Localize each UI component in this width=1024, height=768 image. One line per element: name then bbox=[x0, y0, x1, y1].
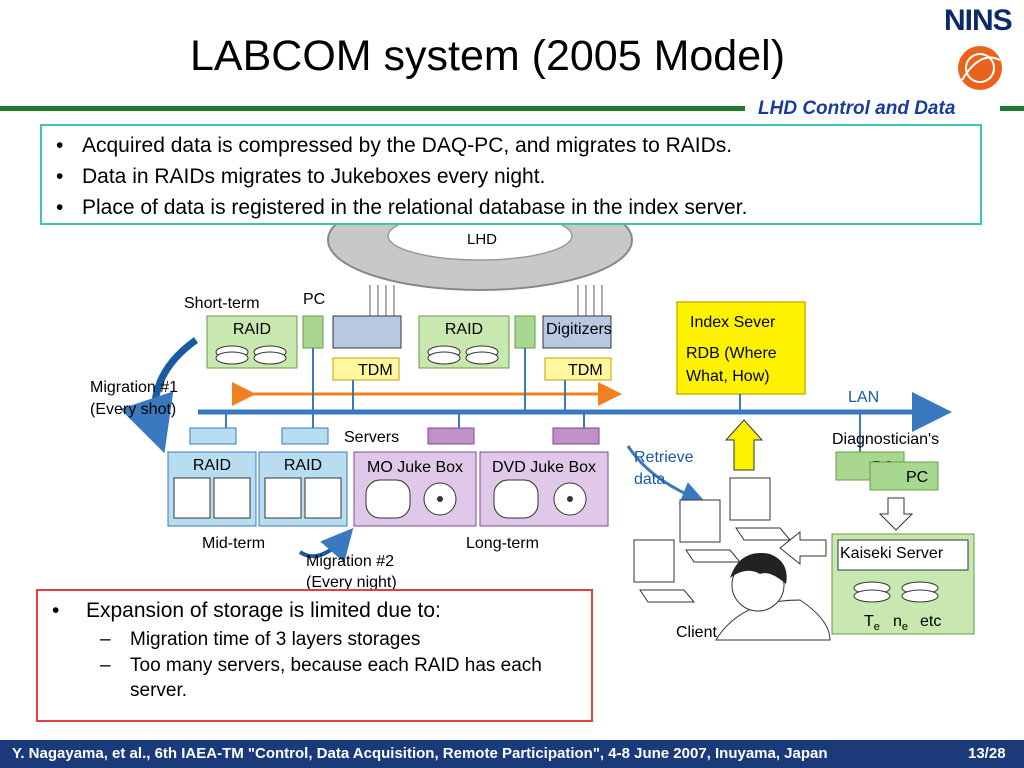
raid-label: RAID bbox=[233, 321, 271, 338]
ne-label: ne bbox=[893, 613, 908, 633]
server-4 bbox=[552, 427, 600, 445]
kaiseki-server-label: Kaiseki Server bbox=[840, 545, 944, 562]
short-term-raid-2: RAID bbox=[418, 315, 510, 369]
short-term-raid-1: RAID bbox=[206, 315, 298, 369]
limitations-heading: Expansion of storage is limited due to: bbox=[38, 595, 591, 626]
digitizer-rack-2 bbox=[542, 315, 612, 349]
tdm-1 bbox=[332, 357, 400, 381]
tdm-label-2: TDM bbox=[568, 362, 603, 379]
retrieve-arrow bbox=[626, 445, 706, 505]
left-arrow-icon bbox=[779, 530, 827, 566]
mid-term-raid-2: RAID bbox=[258, 451, 348, 527]
limitations-box: Expansion of storage is limited due to: … bbox=[36, 589, 593, 722]
mo-juke-box: MO Juke Box bbox=[353, 451, 477, 527]
servers-label: Servers bbox=[344, 429, 399, 446]
migration1-line2: (Every shot) bbox=[90, 401, 176, 418]
daq-pc-2 bbox=[514, 315, 536, 349]
raid-label: RAID bbox=[445, 321, 483, 338]
te-label: Te bbox=[864, 613, 880, 633]
top-bullet-2: Data in RAIDs migrates to Jukeboxes ever… bbox=[42, 161, 980, 192]
tdm-2 bbox=[544, 357, 612, 381]
mo-juke-box-label: MO Juke Box bbox=[367, 459, 463, 476]
page-number: 13/28 bbox=[968, 745, 1006, 762]
index-server-line1: RDB (Where bbox=[686, 345, 777, 362]
limitation-item-2: Too many servers, because each RAID has … bbox=[38, 653, 570, 703]
top-bullet-1: Acquired data is compressed by the DAQ-P… bbox=[42, 130, 980, 161]
dvd-juke-box-label: DVD Juke Box bbox=[492, 459, 596, 476]
migration1-line1: Migration #1 bbox=[90, 379, 178, 396]
migration2-arrow bbox=[298, 527, 354, 563]
migration2-line2: (Every night) bbox=[306, 574, 397, 591]
retrieve-line2: data bbox=[634, 471, 665, 488]
top-bullet-box: Acquired data is compressed by the DAQ-P… bbox=[40, 124, 982, 225]
short-term-label: Short-term bbox=[184, 295, 260, 312]
retrieve-line1: Retrieve bbox=[634, 449, 694, 466]
pc-label: PC bbox=[303, 291, 325, 308]
top-bullet-3: Place of data is registered in the relat… bbox=[42, 192, 980, 223]
pc-label: PC bbox=[906, 469, 928, 486]
client-label: Client bbox=[676, 624, 717, 641]
footer: Y. Nagayama, et al., 6th IAEA-TM "Contro… bbox=[0, 740, 1024, 768]
up-arrow-icon bbox=[724, 419, 764, 471]
index-server-title: Index Sever bbox=[690, 314, 776, 331]
migration2-line1: Migration #2 bbox=[306, 553, 394, 570]
mid-term-label: Mid-term bbox=[202, 535, 265, 552]
header-bar-right bbox=[1000, 106, 1024, 111]
down-arrow-icon bbox=[878, 497, 914, 531]
lhd-label: LHD bbox=[467, 231, 497, 248]
migration1-arrow bbox=[120, 337, 199, 454]
raid-label: RAID bbox=[284, 457, 322, 474]
dvd-juke-box: DVD Juke Box bbox=[479, 451, 609, 527]
long-term-label: Long-term bbox=[466, 535, 539, 552]
lhd-nifs-logo-icon bbox=[958, 46, 1002, 90]
digitizer-rack-1 bbox=[332, 315, 402, 349]
index-server: Index Sever RDB (Where What, How) bbox=[676, 301, 806, 395]
digitizers-label: Digitizers bbox=[546, 321, 612, 338]
diagnosticians-label: Diagnostician's bbox=[832, 431, 939, 448]
raid-label: RAID bbox=[193, 457, 231, 474]
page-title: LABCOM system (2005 Model) bbox=[189, 32, 786, 80]
client-person-icon bbox=[715, 553, 831, 641]
labcom-diagram: LHD Short-term PC RAID TDM RAID Digitize… bbox=[90, 189, 975, 641]
daq-pc-1 bbox=[302, 315, 324, 349]
client-computers bbox=[633, 477, 792, 603]
lhd-cables bbox=[369, 285, 603, 318]
server-1 bbox=[189, 427, 237, 445]
lan-drops bbox=[225, 348, 861, 452]
limitation-item-1: Migration time of 3 layers storages bbox=[38, 626, 591, 653]
diagnostician-pc-2 bbox=[869, 461, 939, 491]
nins-logo: NINS bbox=[944, 4, 1013, 37]
etc-label: etc bbox=[920, 613, 941, 630]
index-server-line2: What, How) bbox=[686, 368, 770, 385]
kaiseki-server: Kaiseki Server Te ne etc bbox=[831, 533, 975, 635]
header-tag: LHD Control and Data bbox=[758, 98, 956, 119]
header-bar bbox=[0, 106, 745, 111]
server-3 bbox=[427, 427, 475, 445]
mid-term-raid-1: RAID bbox=[167, 451, 257, 527]
server-2 bbox=[281, 427, 329, 445]
footer-text: Y. Nagayama, et al., 6th IAEA-TM "Contro… bbox=[12, 745, 828, 762]
tdm-label-1: TDM bbox=[358, 362, 393, 379]
lan-label: LAN bbox=[848, 389, 879, 406]
